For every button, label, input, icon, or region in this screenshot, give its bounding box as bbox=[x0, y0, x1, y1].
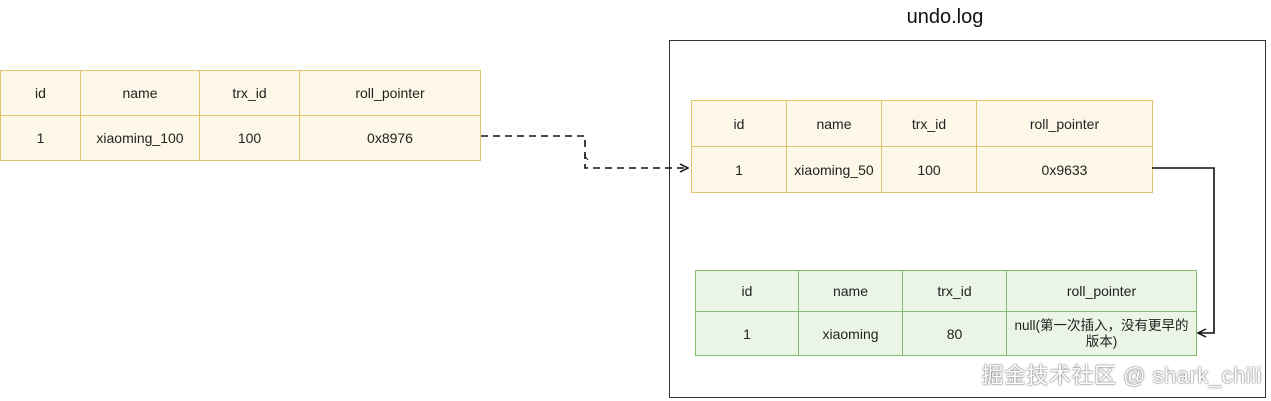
table-row: 1 xiaoming_100 100 0x8976 bbox=[0, 115, 481, 161]
dashed-pointer-arrow bbox=[481, 135, 688, 168]
col-header-trx-id: trx_id bbox=[199, 70, 300, 116]
cell-id: 1 bbox=[0, 115, 81, 161]
col-header-name: name bbox=[798, 270, 903, 312]
cell-roll-pointer: 0x8976 bbox=[299, 115, 481, 161]
col-header-roll-pointer: roll_pointer bbox=[976, 100, 1153, 147]
col-header-trx-id: trx_id bbox=[902, 270, 1007, 312]
cell-name: xiaoming_100 bbox=[80, 115, 200, 161]
undo-record-table-2: id name trx_id roll_pointer 1 xiaoming 8… bbox=[695, 270, 1197, 356]
cell-id: 1 bbox=[691, 146, 787, 193]
dash-tick-mark bbox=[583, 154, 589, 161]
current-record-table: id name trx_id roll_pointer 1 xiaoming_1… bbox=[0, 70, 481, 161]
col-header-roll-pointer: roll_pointer bbox=[1006, 270, 1197, 312]
col-header-id: id bbox=[695, 270, 799, 312]
table-row: 1 xiaoming_50 100 0x9633 bbox=[691, 146, 1153, 193]
col-header-id: id bbox=[691, 100, 787, 147]
cell-trx-id: 80 bbox=[902, 311, 1007, 356]
col-header-id: id bbox=[0, 70, 81, 116]
cell-name: xiaoming_50 bbox=[786, 146, 882, 193]
cell-id: 1 bbox=[695, 311, 799, 356]
cell-trx-id: 100 bbox=[881, 146, 977, 193]
watermark: 掘金技术社区 @ shark_chili bbox=[981, 363, 1262, 388]
col-header-roll-pointer: roll_pointer bbox=[299, 70, 481, 116]
cell-roll-pointer: null(第一次插入，没有更早的版本) bbox=[1006, 311, 1197, 356]
col-header-trx-id: trx_id bbox=[881, 100, 977, 147]
solid-pointer-arrow bbox=[1152, 167, 1215, 333]
table-header-row: id name trx_id roll_pointer bbox=[691, 100, 1153, 147]
undo-log-container bbox=[669, 40, 1266, 398]
cell-roll-pointer: 0x9633 bbox=[976, 146, 1153, 193]
cell-name: xiaoming bbox=[798, 311, 903, 356]
table-header-row: id name trx_id roll_pointer bbox=[695, 270, 1197, 312]
undo-record-table-1: id name trx_id roll_pointer 1 xiaoming_5… bbox=[691, 100, 1153, 193]
cell-trx-id: 100 bbox=[199, 115, 300, 161]
undo-log-title: undo.log bbox=[906, 6, 984, 28]
table-row: 1 xiaoming 80 null(第一次插入，没有更早的版本) bbox=[695, 311, 1197, 356]
table-header-row: id name trx_id roll_pointer bbox=[0, 70, 481, 116]
